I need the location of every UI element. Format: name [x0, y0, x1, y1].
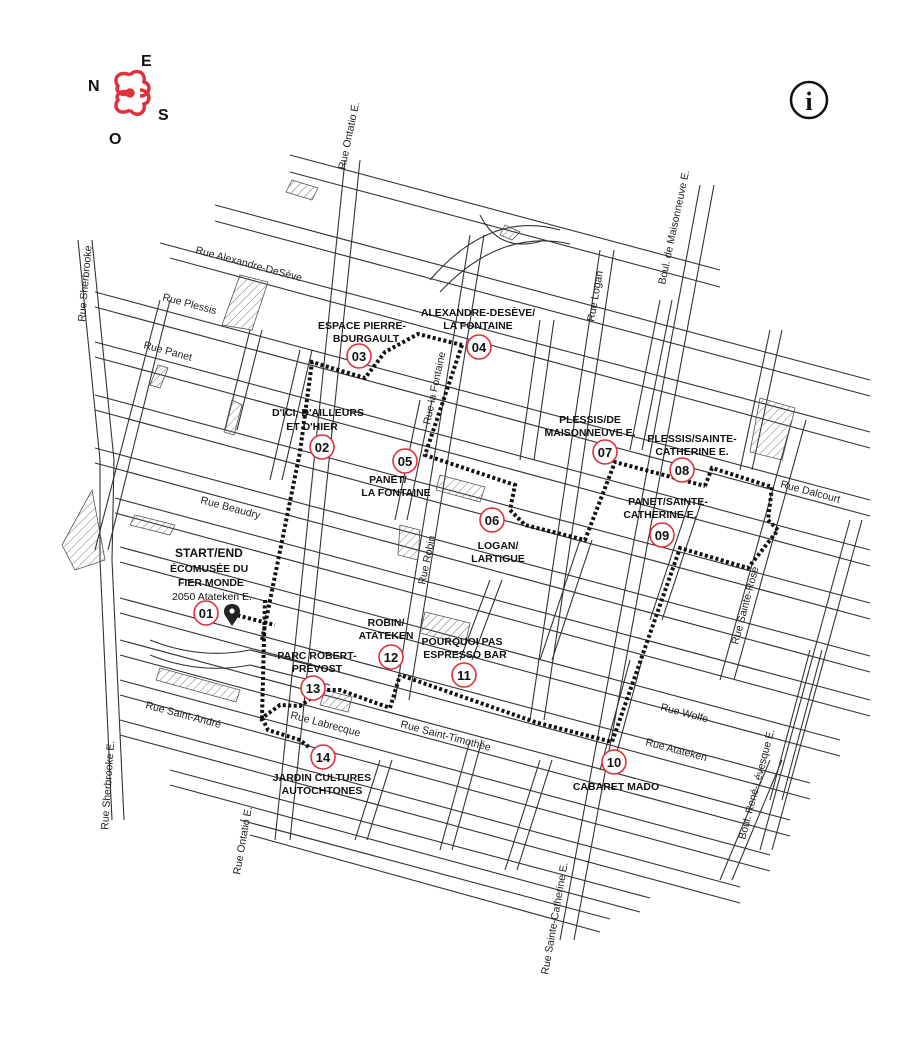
start-name-line2: FIER MONDE [178, 577, 244, 589]
stop-title-line1: CABARET MADO [573, 781, 659, 793]
stop-number: 14 [316, 750, 331, 765]
stop-number: 11 [457, 668, 471, 683]
start-marker[interactable] [224, 604, 240, 626]
stop-09[interactable]: 09 PANET/SAINTE- CATHERINE E. [623, 496, 708, 548]
compass-west: O [109, 131, 121, 148]
stop-10[interactable]: 10 CABARET MADO [573, 749, 659, 793]
stop-markers: 01 02 D'ICI, D'AILLEURS ET D'HIER 03 ESP… [193, 306, 737, 797]
stop-title-line2: LA FONTAINE [361, 487, 430, 499]
street-label: Rue Atateken [644, 736, 708, 764]
street-label: Rue Plessis [161, 291, 218, 317]
street-label: Rue la Fontaine [421, 350, 448, 425]
stop-14[interactable]: 14 JARDIN CULTURES AUTOCHTONES [273, 744, 371, 797]
stop-title-line2: CATHERINE E. [655, 446, 728, 458]
street-label: Rue Panet [142, 339, 193, 363]
stop-title-line1: PANET/SAINTE- [628, 496, 708, 508]
stop-title-line1: JARDIN CULTURES [273, 772, 371, 784]
street-label: Boul. René-Lévesque E. [736, 728, 777, 841]
stop-title-line2: MAISONNEUVE E. [544, 427, 635, 439]
stop-title-line1: ALEXANDRE-DESÈVE/ [421, 306, 535, 319]
stop-title-line1: D'ICI, D'AILLEURS [272, 407, 364, 419]
stop-04[interactable]: 04 ALEXANDRE-DESÈVE/ LA FONTAINE [421, 306, 535, 360]
stop-number: 03 [352, 349, 366, 364]
stop-11[interactable]: 11 POURQUOI PAS ESPRESSO BAR [422, 636, 508, 688]
start-label: START/END ÉCOMUSÉE DU FIER MONDE 2050 At… [170, 546, 252, 603]
street-label: Boul. de Maisonneuve E. [656, 169, 692, 286]
compass-east: E [141, 53, 152, 70]
street-grid [77, 154, 871, 941]
info-button[interactable]: i [789, 80, 829, 120]
stop-title-line2: LARTIGUE [471, 553, 525, 565]
stop-06[interactable]: 06 LOGAN/ LARTIGUE [471, 507, 525, 565]
compass: E N S O [88, 53, 169, 148]
stop-title-line1: ROBIN/ [368, 617, 405, 629]
stop-title-line2: LA FONTAINE [443, 320, 512, 332]
stop-number: 01 [199, 606, 213, 621]
street-label: Rue Wolfe [659, 701, 709, 725]
street-label: Rue Dalcourt [779, 478, 841, 505]
stop-02[interactable]: 02 D'ICI, D'AILLEURS ET D'HIER [272, 407, 364, 460]
stop-title-line1: PARC ROBERT- [277, 650, 357, 662]
stop-13[interactable]: 13 PARC ROBERT- PRÉVOST [277, 650, 357, 701]
stop-title-line2: PRÉVOST [292, 662, 343, 675]
stop-title-line1: PLESSIS/SAINTE- [647, 433, 737, 445]
stop-title-line1: PANET/ [369, 474, 407, 486]
street-label: Rue Logan [585, 270, 606, 323]
street-label: Rue Sherbrooke [76, 245, 95, 322]
stop-number: 12 [384, 650, 398, 665]
street-label: Rue Ontatio E. [336, 101, 362, 171]
info-icon: i [805, 87, 812, 116]
stop-08[interactable]: 08 PLESSIS/SAINTE- CATHERINE E. [647, 433, 737, 483]
compass-south: S [158, 107, 169, 124]
stop-title-line1: LOGAN/ [478, 540, 519, 552]
stop-number: 09 [655, 528, 669, 543]
stop-title-line2: AUTOCHTONES [282, 785, 363, 797]
start-address: 2050 Atateken E. [172, 591, 252, 603]
stop-title-line1: ESPACE PIERRE- [318, 320, 406, 332]
street-labels: Rue Ontatio E. Boul. de Maisonneuve E. R… [76, 101, 842, 976]
stop-12[interactable]: 12 ROBIN/ ATATEKEN [359, 617, 414, 670]
stop-number: 07 [598, 445, 612, 460]
stop-title-line1: POURQUOI PAS [422, 636, 503, 648]
park-areas [61, 179, 796, 713]
street-label: Rue Ontatio E. [231, 806, 255, 876]
stop-01[interactable]: 01 [193, 600, 219, 626]
walking-route [231, 331, 781, 750]
stop-07[interactable]: 07 PLESSIS/DE MAISONNEUVE E. [544, 414, 636, 465]
street-label: Rue Sainte-Catherine E. [539, 861, 571, 975]
start-heading: START/END [175, 546, 243, 560]
stop-number: 13 [306, 681, 320, 696]
stop-title-line2: BOURGAULT [333, 333, 400, 345]
stop-title-line2: ATATEKEN [359, 630, 414, 642]
stop-03[interactable]: 03 ESPACE PIERRE- BOURGAULT [318, 320, 406, 369]
stop-number: 10 [607, 755, 621, 770]
start-name-line1: ÉCOMUSÉE DU [170, 562, 248, 575]
street-label: Rue Beaudry [199, 494, 262, 522]
stop-title-line2: ESPRESSO BAR [423, 649, 507, 661]
street-label: Rue Sainte-Rose [729, 565, 761, 645]
stop-number: 04 [472, 340, 487, 355]
stop-number: 06 [485, 513, 499, 528]
stop-number: 05 [398, 454, 412, 469]
stop-05[interactable]: 05 PANET/ LA FONTAINE [361, 448, 431, 499]
stop-title-line1: PLESSIS/DE [559, 414, 621, 426]
stop-number: 02 [315, 440, 329, 455]
stop-title-line2: ET D'HIER [286, 421, 338, 433]
compass-north: N [88, 78, 100, 95]
stop-title-line2: CATHERINE E. [623, 509, 696, 521]
stop-number: 08 [675, 463, 689, 478]
montreal-rose-emblem-icon [114, 69, 151, 116]
street-label: Rue Sherbrooke E. [99, 740, 117, 830]
